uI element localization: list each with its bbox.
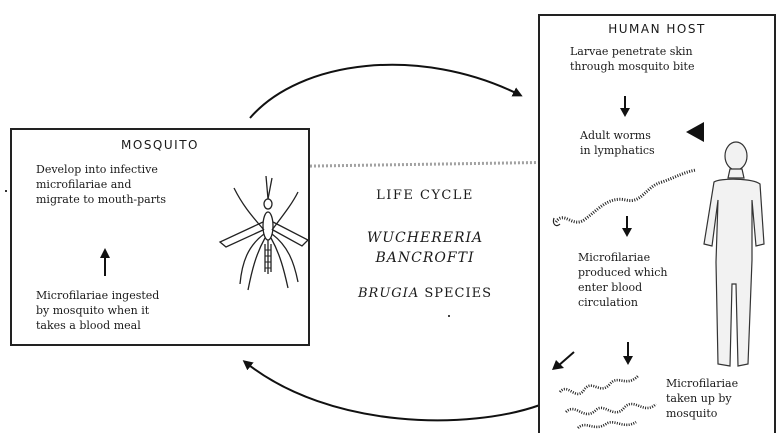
human-down-arrow-2 xyxy=(621,216,633,238)
mosquito-up-arrow xyxy=(98,248,112,278)
human-host-title: HUMAN HOST xyxy=(540,22,774,36)
mosquito-step-ingested: Microfilariae ingested by mosquito when … xyxy=(36,288,159,333)
genus-wuchereria: WUCHERERIA xyxy=(340,230,510,246)
species-bancrofti: BANCROFTI xyxy=(340,250,510,266)
mosquito-step-develop: Develop into infective microfilariae and… xyxy=(36,162,166,207)
mosquito-title: MOSQUITO xyxy=(12,138,308,152)
arrow-to-human-host xyxy=(250,65,520,118)
mosquito-stage-box: MOSQUITO Develop into infective microfil… xyxy=(10,128,310,346)
mosquito-illustration xyxy=(212,174,312,294)
human-down-arrow-1 xyxy=(619,96,631,118)
species-label: SPECIES xyxy=(424,286,492,301)
arrow-to-mosquito xyxy=(245,362,540,420)
human-step-penetrate: Larvae penetrate skin through mosquito b… xyxy=(570,44,694,74)
human-step-produced: Microfilariae produced which enter blood… xyxy=(578,250,668,310)
human-step-taken-up: Microfilariae taken up by mosquito xyxy=(666,376,738,421)
human-host-stage-box: HUMAN HOST Larvae penetrate skin through… xyxy=(538,14,776,433)
microfilariae-illustration xyxy=(554,362,664,434)
human-figure-illustration xyxy=(690,134,776,374)
paper-speck xyxy=(5,190,7,192)
genus-brugia: BRUGIA xyxy=(358,286,419,301)
paper-speck xyxy=(448,315,450,317)
human-step-adult: Adult worms in lymphatics xyxy=(580,128,655,158)
brugia-species: BRUGIA SPECIES xyxy=(340,286,510,301)
life-cycle-heading: LIFE CYCLE xyxy=(340,188,510,203)
